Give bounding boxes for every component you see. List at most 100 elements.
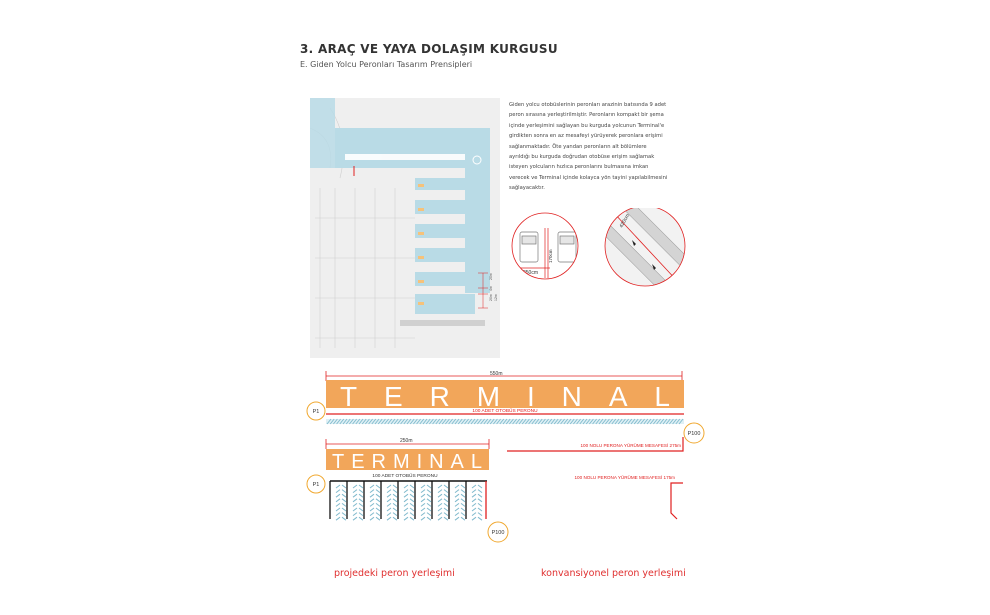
bus-hatch <box>649 418 655 425</box>
bus-hatch <box>339 418 345 425</box>
bus-hatch <box>471 516 477 521</box>
bus-hatch <box>614 418 620 425</box>
bus-hatch <box>672 418 677 425</box>
bus-hatch <box>521 418 527 425</box>
bus-hatch <box>621 418 626 425</box>
bus-hatch <box>426 498 432 503</box>
bus-hatch <box>358 516 364 521</box>
bus-hatch <box>426 507 432 512</box>
terminal-text: TERMINAL <box>332 451 482 473</box>
bus-hatch <box>369 484 375 489</box>
bus-hatch <box>386 489 392 493</box>
bus-hatch <box>547 418 553 425</box>
bus-hatch <box>493 418 498 425</box>
page-subtitle: E. Giden Yolcu Peronları Tasarım Prensip… <box>300 60 473 69</box>
bus-hatch <box>397 418 402 425</box>
bus-hatch <box>627 418 633 425</box>
bus-hatch <box>403 493 409 498</box>
bus-hatch <box>386 498 392 503</box>
bus-hatch <box>451 418 457 425</box>
bus-hatch <box>557 418 562 425</box>
bus-hatch <box>355 418 361 425</box>
bus-hatch <box>512 418 517 425</box>
bus-hatch <box>582 418 588 425</box>
bus-hatch <box>386 484 392 489</box>
p1-marker <box>306 474 326 494</box>
bus-hatch <box>550 418 556 425</box>
bus-hatch <box>477 484 483 489</box>
site-plan-drawing: 20m 4m 20m 12m <box>310 98 500 358</box>
bus-hatch <box>375 512 381 516</box>
bus-hatch <box>371 418 377 425</box>
bus-hatch <box>387 418 393 425</box>
bus-hatch <box>653 418 658 425</box>
bus-hatch <box>335 516 341 521</box>
bus-hatch <box>390 418 396 425</box>
bus-hatch <box>457 418 463 425</box>
bus-hatch <box>341 493 347 498</box>
bus-hatch <box>443 507 449 512</box>
bus-hatch <box>477 507 483 512</box>
bus-hatch <box>335 507 341 512</box>
bus-hatch <box>477 503 483 507</box>
bus-hatch <box>352 484 358 489</box>
bus-hatch <box>341 507 347 512</box>
bus-hatch <box>409 484 415 489</box>
bus-hatch <box>368 418 373 425</box>
bus-hatch <box>640 418 645 425</box>
bus-hatch <box>352 512 358 516</box>
bus-hatch <box>345 418 351 425</box>
bus-hatch <box>486 418 492 425</box>
bus-hatch <box>509 418 514 425</box>
p1-label: P1 <box>313 409 320 415</box>
bus-hatch <box>454 484 460 489</box>
bus-hatch <box>460 484 466 489</box>
bus-hatch <box>477 418 482 425</box>
bus-hatch <box>341 503 347 507</box>
bus-hatch <box>569 418 575 425</box>
bus-hatch <box>375 503 381 507</box>
bus-hatch <box>531 418 537 425</box>
bus-hatch <box>537 418 543 425</box>
bus-hatch <box>437 489 443 493</box>
bus-hatch <box>426 489 432 493</box>
bus-hatch <box>443 498 449 503</box>
caption-project-layout: projedeki peron yerleşimi <box>334 568 455 579</box>
p100-label: P100 <box>688 431 701 437</box>
bus-hatch <box>352 489 358 493</box>
bus-hatch <box>460 516 466 521</box>
bus-hatch <box>374 418 380 425</box>
bus-hatch <box>341 484 347 489</box>
bus-hatch <box>369 516 375 521</box>
bus-hatch <box>437 516 443 521</box>
bus-hatch <box>386 493 392 498</box>
bus-hatch <box>438 418 444 425</box>
bus-hatch <box>358 489 364 493</box>
bus-hatch <box>392 493 398 498</box>
bus-hatch <box>406 418 412 425</box>
bus-hatch <box>369 493 375 498</box>
paragraph-line: Giden yolcu otobüslerinin peronları araz… <box>509 102 667 108</box>
bus-hatch <box>669 418 674 425</box>
bus-hatch <box>454 493 460 498</box>
bus-hatch <box>349 418 354 425</box>
bus-hatch <box>505 418 511 425</box>
bus-hatch <box>341 516 347 521</box>
bus-hatch <box>460 512 466 516</box>
conventional-layout-diagram: 550m TERMINAL 100 ADET OTOBÜS PERONU P1 … <box>306 371 705 444</box>
bus-hatch <box>480 418 485 425</box>
bus-hatch <box>409 516 415 521</box>
bus-hatch <box>471 498 477 503</box>
bus-hatch <box>464 418 469 425</box>
bus-hatch <box>617 418 623 425</box>
bus-hatch <box>454 507 460 512</box>
bus-hatch <box>409 507 415 512</box>
bus-hatch <box>437 512 443 516</box>
bus-hatch <box>477 489 483 493</box>
bus-hatch <box>392 507 398 512</box>
bus-hatch <box>420 493 426 498</box>
bus-hatch <box>369 489 375 493</box>
bus-hatch <box>365 418 370 425</box>
bus-detail-drawing: 250cm 170cm 420cm <box>511 208 686 287</box>
